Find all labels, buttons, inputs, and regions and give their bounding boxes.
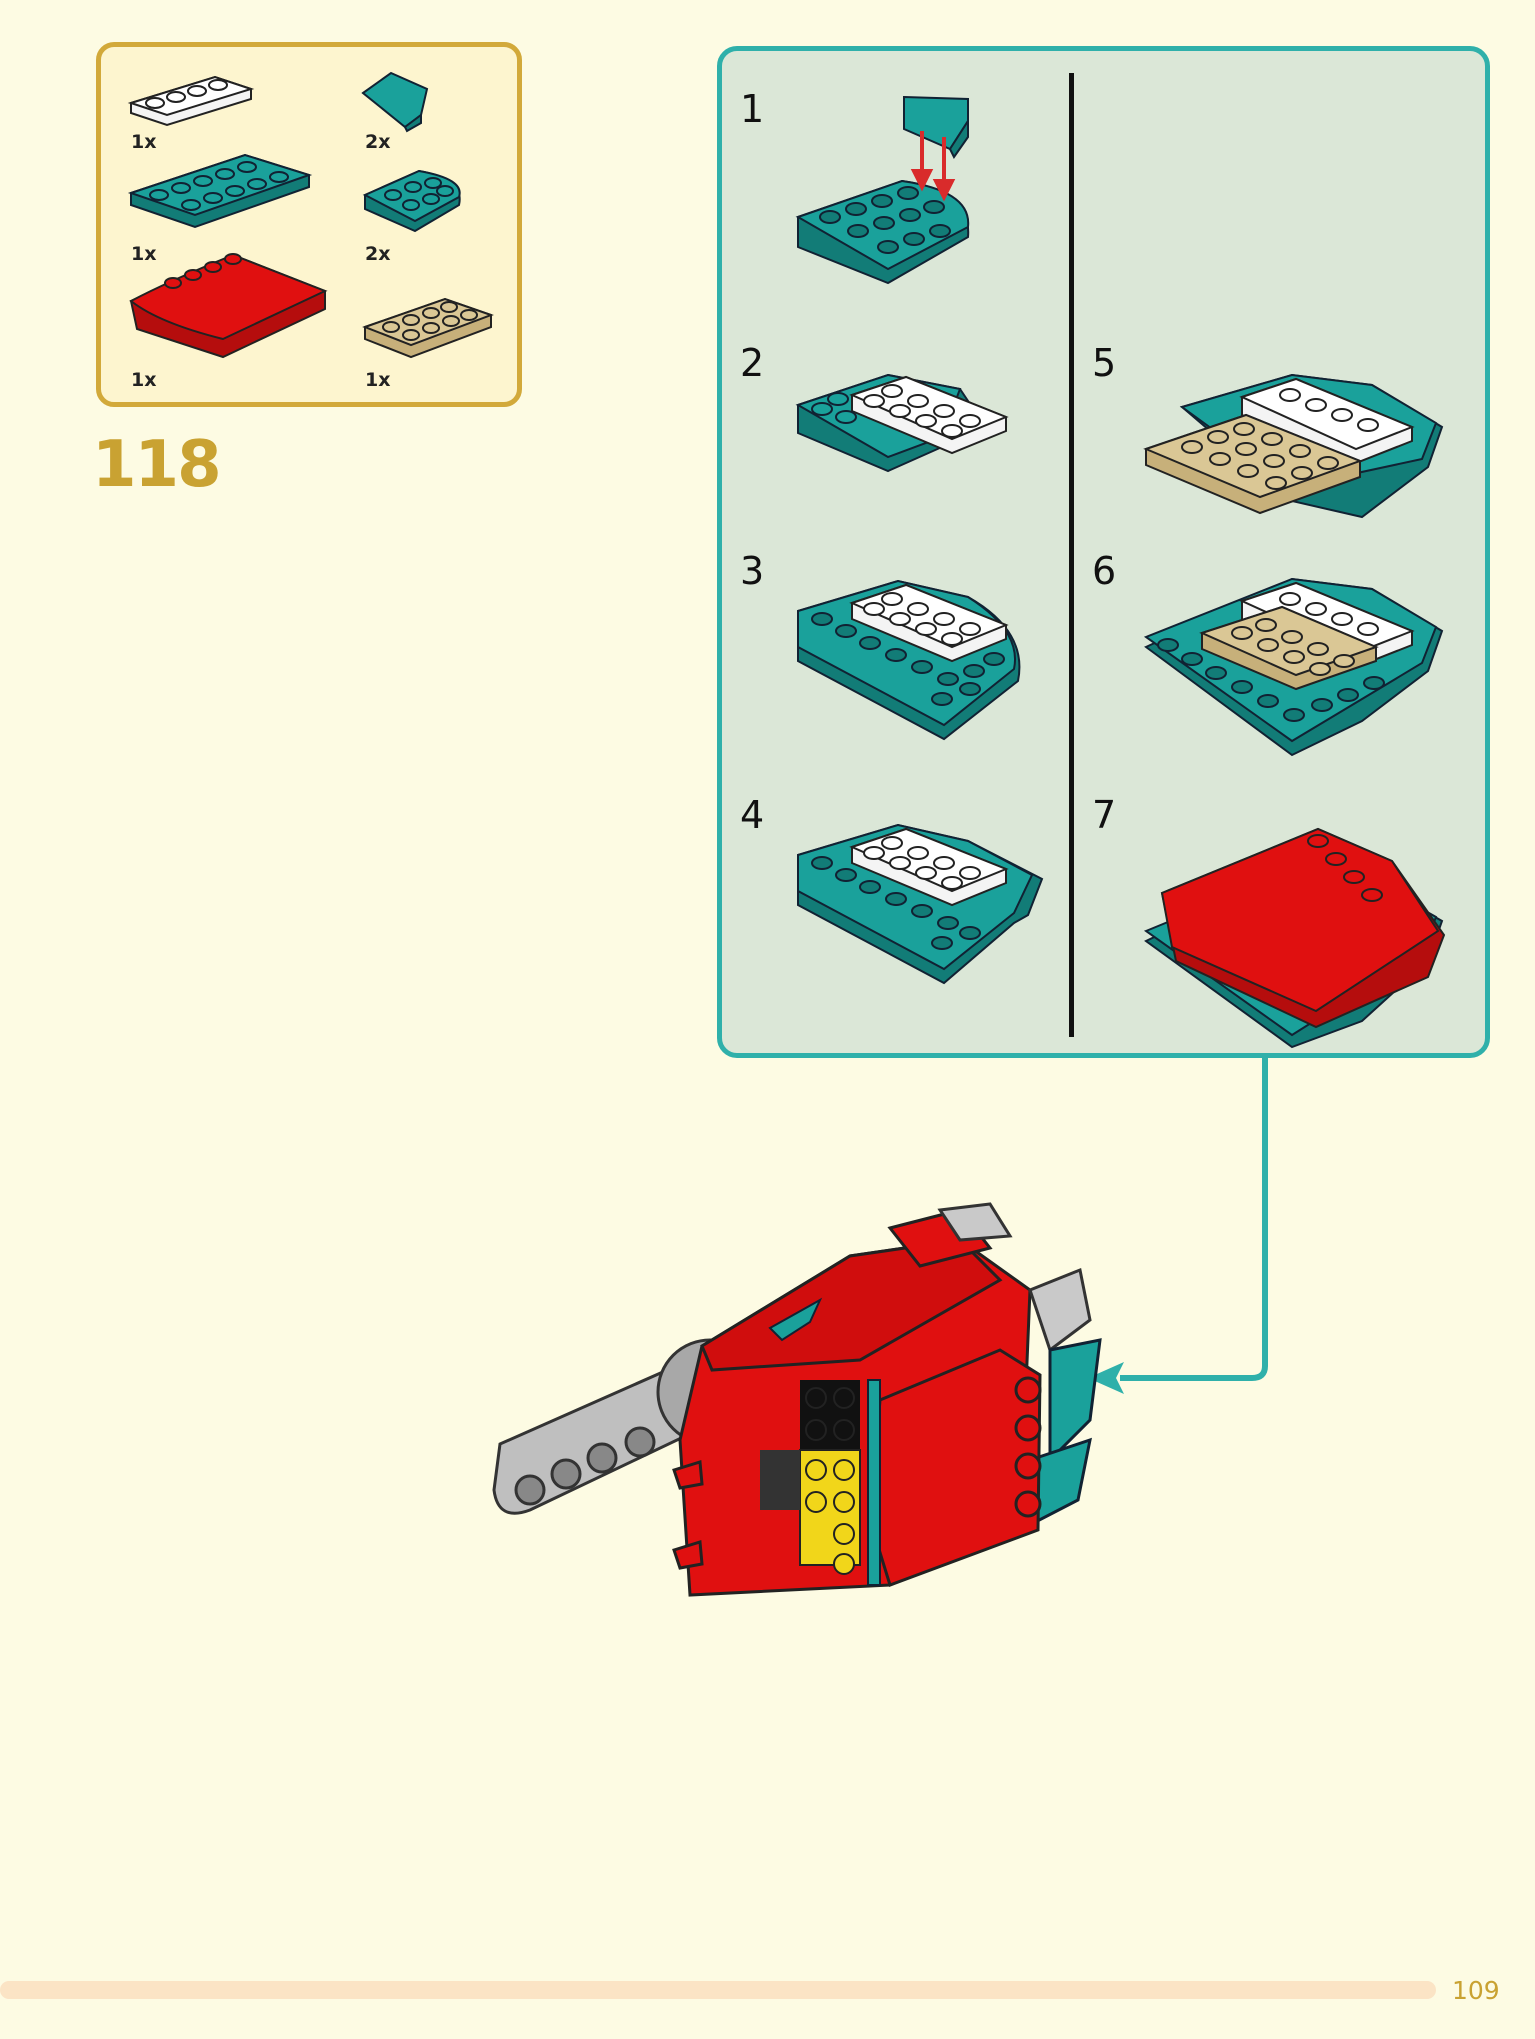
substep-4-image [797,823,1044,985]
part-qty: 1x [131,243,157,265]
page-progress-bar [0,1981,1436,1999]
step-number: 118 [92,428,222,502]
substep-label-4: 4 [740,793,765,837]
teal-round-corner-plate-image [362,169,461,233]
connector-arrow [1088,1056,1268,1394]
substep-label-3: 3 [740,549,765,593]
teal-wedge-plate-image [361,71,429,133]
substep-1-image [795,95,970,285]
substep-label-2: 2 [740,341,765,385]
part-qty: 2x [365,243,391,265]
white-plate-1x4-image [127,75,255,127]
red-curved-slope-image [129,253,328,359]
column-divider [1069,73,1074,1037]
page-number: 109 [1452,1976,1500,2005]
substep-5-image [1143,373,1444,519]
substep-7-image [1143,827,1446,1049]
part-qty: 1x [131,131,157,153]
part-qty: 1x [365,369,391,391]
part-qty: 1x [131,369,157,391]
substeps-panel: 1 2 3 4 5 6 7 [717,46,1490,1058]
substep-label-5: 5 [1092,341,1117,385]
substep-label-7: 7 [1092,793,1117,837]
teal-plate-2x6-image [127,153,313,229]
tan-plate-2x4-image [362,297,494,359]
substep-3-image [797,579,1021,741]
substep-6-image [1143,577,1444,757]
main-assembly-image [492,1202,1102,1597]
parts-list: 1x 2x 1x 2x 1x [96,42,522,407]
substep-label-1: 1 [740,87,765,131]
substep-2-image [795,373,1009,473]
substep-label-6: 6 [1092,549,1117,593]
part-qty: 2x [365,131,391,153]
